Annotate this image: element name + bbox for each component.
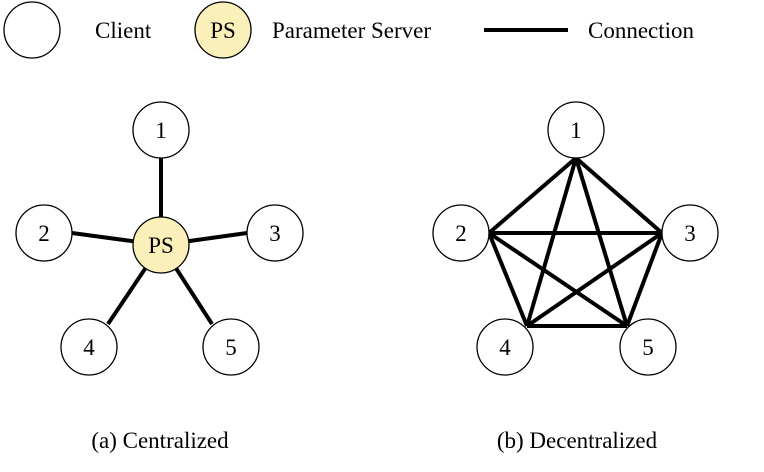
- centralized-client-4: [60, 318, 118, 376]
- decentralized-client-2-label: 2: [455, 221, 467, 246]
- centralized-client-3-label: 3: [269, 221, 281, 246]
- centralized-ps-node: [132, 216, 190, 274]
- edge-1-4: [525, 157, 578, 327]
- centralized-caption: (a) Centralized: [91, 428, 229, 453]
- centralized-client-4-label: 4: [83, 335, 95, 360]
- decentralized-client-1-label: 1: [570, 118, 582, 143]
- decentralized-client-1: [547, 101, 605, 159]
- centralized-client-1-label: 1: [155, 118, 167, 143]
- decentralized-client-4: [476, 318, 534, 376]
- decentralized-client-5: [619, 318, 677, 376]
- legend-client-circle: [3, 1, 61, 59]
- centralized-client-5: [202, 318, 260, 376]
- centralized-client-5-label: 5: [225, 335, 237, 360]
- decentralized-client-2: [432, 204, 490, 262]
- edge-3-4: [525, 231, 664, 328]
- legend-connection-label: Connection: [588, 18, 695, 43]
- decentralized-caption: (b) Decentralized: [497, 428, 658, 453]
- edge-2-4: [487, 232, 529, 327]
- decentralized-client-3: [661, 204, 719, 262]
- centralized-graph: PS 1 2 3 4 5 (a) Centralized: [15, 101, 304, 453]
- decentralized-graph: 1 2 3 4 5 (b) Decentralized: [432, 101, 719, 453]
- legend-ps-label: Parameter Server: [272, 18, 431, 43]
- legend-ps-circle: [194, 1, 252, 59]
- centralized-client-1: [132, 101, 190, 159]
- legend: Client PS Parameter Server Connection: [3, 1, 695, 59]
- decentralized-client-5-label: 5: [642, 335, 654, 360]
- decentralized-client-3-label: 3: [684, 221, 696, 246]
- legend-client-label: Client: [95, 18, 152, 43]
- legend-ps-symbol: PS: [210, 18, 236, 43]
- edge-1-3: [574, 156, 664, 235]
- centralized-client-2-label: 2: [38, 221, 50, 246]
- edge-3-5: [625, 232, 664, 327]
- edge-1-5: [574, 157, 629, 327]
- centralized-client-2: [15, 204, 73, 262]
- centralized-client-3: [246, 204, 304, 262]
- decentralized-client-4-label: 4: [499, 335, 511, 360]
- edge-1-2: [487, 156, 578, 235]
- centralized-ps-label: PS: [148, 233, 174, 258]
- edge-2-5: [487, 231, 629, 328]
